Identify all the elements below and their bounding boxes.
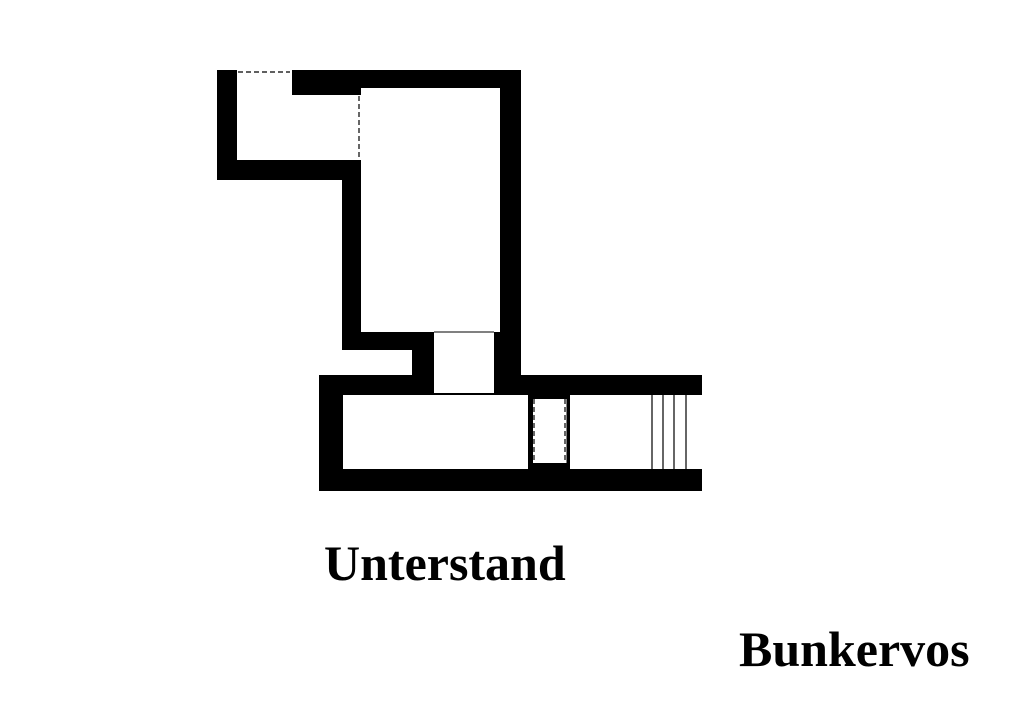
diagram-title: Unterstand [324, 535, 566, 591]
lower-room [343, 395, 528, 469]
interiors [237, 70, 702, 469]
main-room [361, 88, 500, 332]
dashed-openings [238, 71, 566, 463]
thin-lines [434, 331, 568, 463]
wall-details [292, 70, 570, 469]
doorway [533, 399, 567, 463]
entrance-passage [570, 395, 702, 469]
connecting-corridor [434, 332, 494, 393]
entrance-stairs [651, 395, 687, 469]
small-room-extension [237, 95, 361, 160]
diagram-credit: Bunkervos [739, 621, 970, 677]
